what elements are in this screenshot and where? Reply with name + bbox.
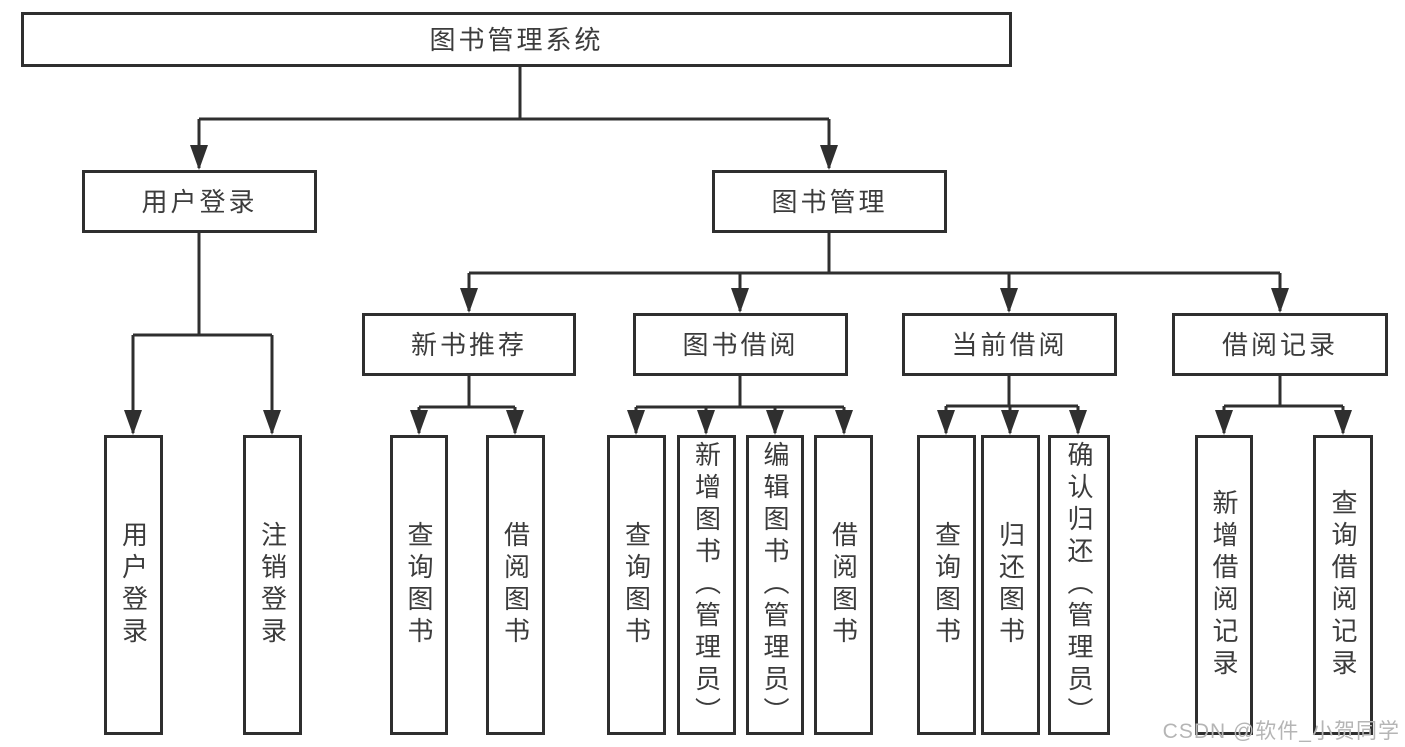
leaf-br-add-record: 新增借阅记录 [1195,435,1253,735]
node-new-book-recommendation: 新书推荐 [362,313,576,376]
node-borrowing-records-label: 借阅记录 [1221,329,1338,360]
leaf-bb-query-books-label: 查询图书 [621,521,652,649]
node-book-borrowing-label: 图书借阅 [682,329,799,360]
leaf-cb-query-books-label: 查询图书 [931,521,962,649]
node-book-borrowing: 图书借阅 [633,313,848,376]
leaf-logout-label: 注销登录 [257,521,288,649]
node-library-system: 图书管理系统 [21,12,1012,67]
leaf-bb-edit-books-admin: 编辑图书（管理员） [746,435,804,735]
leaf-cb-query-books: 查询图书 [917,435,976,735]
arrowheads [124,145,1352,435]
leaf-user-login: 用户登录 [104,435,163,735]
leaf-br-add-record-label: 新增借阅记录 [1209,489,1239,681]
leaf-bb-edit-books-admin-label: 编辑图书（管理员） [760,441,790,729]
leaf-nbr-borrow-books: 借阅图书 [486,435,545,735]
node-current-borrowing-label: 当前借阅 [951,329,1068,360]
node-user-login: 用户登录 [82,170,317,233]
leaf-user-login-label: 用户登录 [118,521,149,649]
node-book-management: 图书管理 [712,170,947,233]
leaf-bb-add-books-admin: 新增图书（管理员） [677,435,736,735]
leaf-logout: 注销登录 [243,435,302,735]
leaf-bb-add-books-admin-label: 新增图书（管理员） [691,441,722,729]
leaf-nbr-query-books-label: 查询图书 [404,521,434,649]
node-new-book-recommendation-label: 新书推荐 [410,329,527,360]
leaf-cb-return-books: 归还图书 [981,435,1040,735]
csdn-watermark: CSDN @软件_小贺同学 [1162,720,1400,743]
node-user-login-label: 用户登录 [141,186,258,217]
leaf-bb-query-books: 查询图书 [607,435,666,735]
leaf-bb-borrow-books-label: 借阅图书 [828,521,859,649]
leaf-nbr-query-books: 查询图书 [390,435,448,735]
leaf-cb-return-books-label: 归还图书 [995,521,1026,649]
leaf-br-query-record-label: 查询借阅记录 [1328,489,1358,681]
leaf-nbr-borrow-books-label: 借阅图书 [500,521,531,649]
leaf-cb-confirm-return-admin-label: 确认归还（管理员） [1064,441,1094,729]
node-library-system-label: 图书管理系统 [429,24,604,55]
node-borrowing-records: 借阅记录 [1172,313,1388,376]
leaf-bb-borrow-books: 借阅图书 [814,435,873,735]
node-current-borrowing: 当前借阅 [902,313,1117,376]
node-book-management-label: 图书管理 [771,186,888,217]
leaf-cb-confirm-return-admin: 确认归还（管理员） [1048,435,1110,735]
leaf-br-query-record: 查询借阅记录 [1313,435,1373,735]
